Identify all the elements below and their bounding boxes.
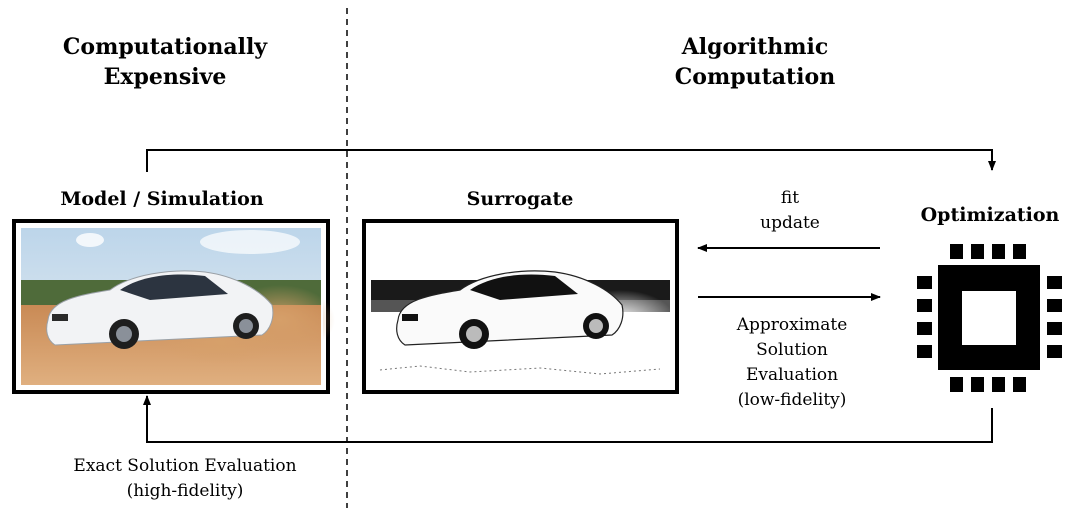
arrow-model-to-optimization <box>146 149 996 172</box>
model-simulation-image <box>12 219 335 394</box>
heading-algorithmic-computation: Algorithmic Computation <box>674 34 836 90</box>
fit-update-label: fit update <box>760 188 820 233</box>
surrogate-image <box>362 219 679 394</box>
cpu-chip-icon <box>917 244 1062 392</box>
arrow-optimization-to-model <box>143 395 993 443</box>
model-simulation-label: Model / Simulation <box>60 188 264 210</box>
surrogate-label: Surrogate <box>466 188 574 210</box>
approximate-evaluation-label: Approximate Solution Evaluation (low-fid… <box>736 315 848 410</box>
heading-computationally-expensive: Computationally Expensive <box>62 34 268 90</box>
optimization-label: Optimization <box>920 204 1060 226</box>
exact-evaluation-label: Exact Solution Evaluation (high-fidelity… <box>73 456 297 501</box>
